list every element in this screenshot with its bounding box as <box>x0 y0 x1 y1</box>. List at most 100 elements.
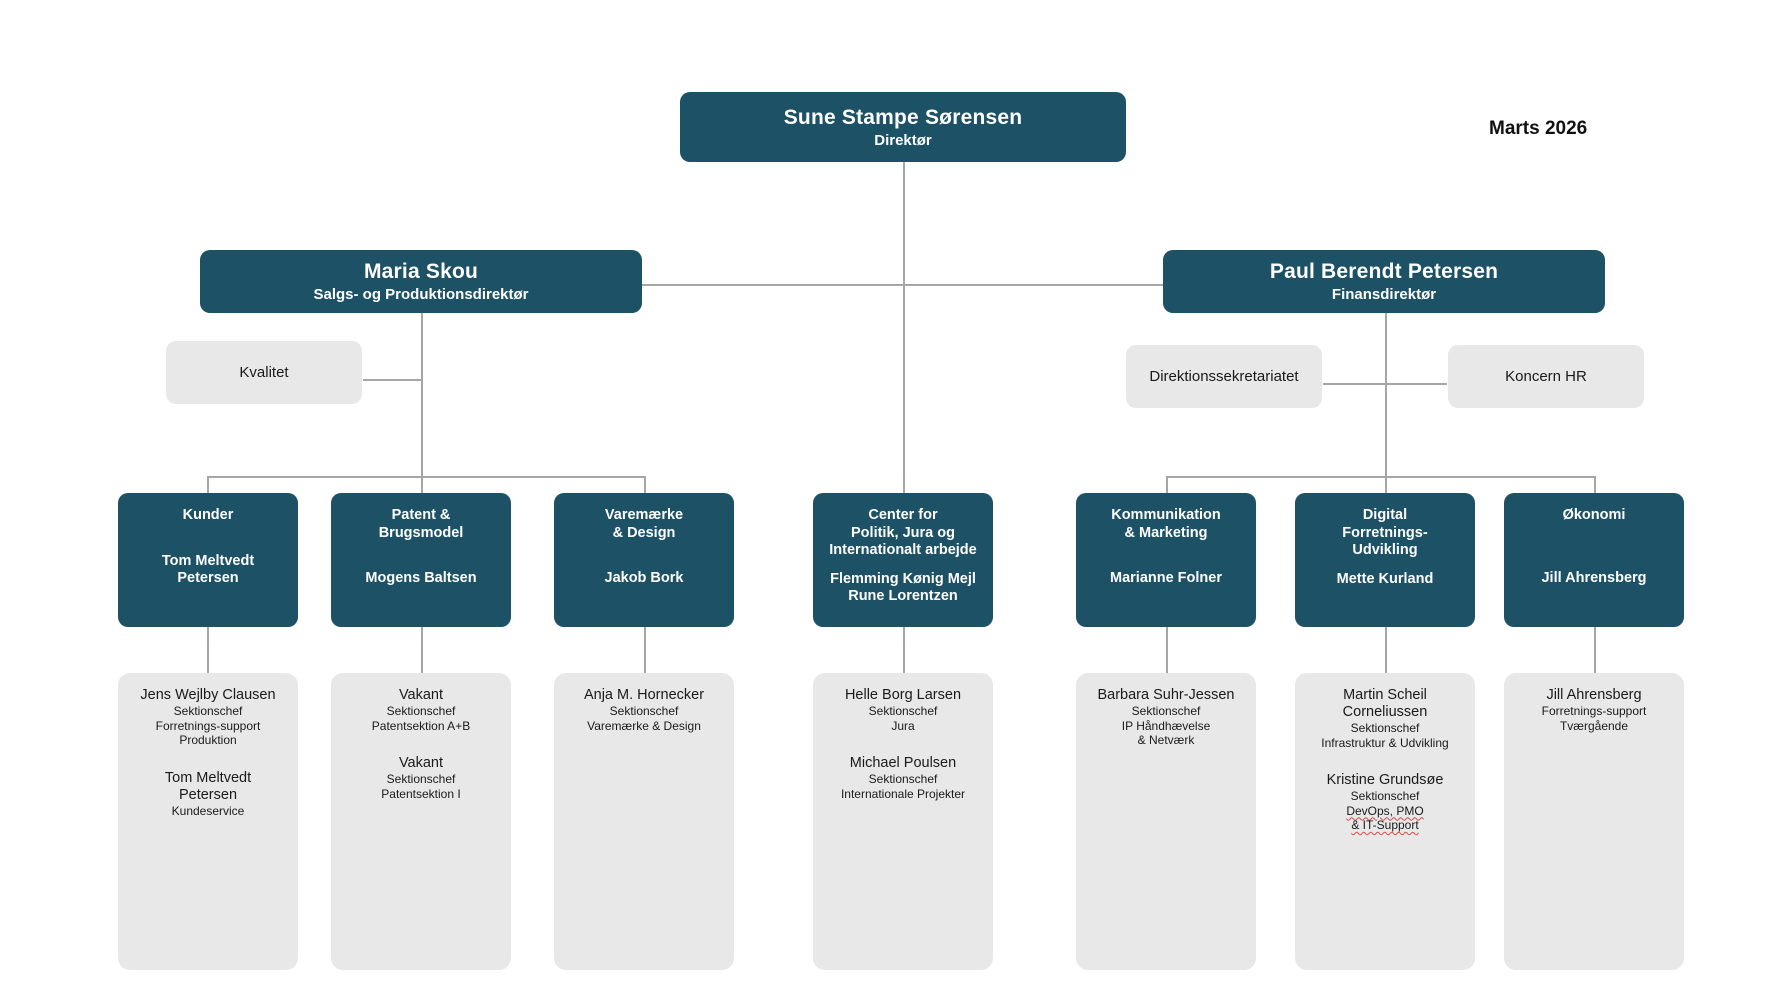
person-role: Forretnings-support <box>155 718 261 733</box>
text-line: Patent & <box>391 507 451 523</box>
text-line: Internationalt arbejde <box>829 542 977 558</box>
text-line: Rune Lorentzen <box>848 588 958 604</box>
person-role: Kundeservice <box>171 803 245 818</box>
person-role: Jura <box>891 718 915 733</box>
text-line: Kunder <box>182 507 234 523</box>
node-unit-varemaerke-design[interactable]: Varemærke& Design Jakob Bork <box>554 493 734 627</box>
connector-kunder-drop <box>207 476 209 493</box>
person-role: Sektionschef <box>868 772 938 786</box>
person-role: Internationale Projekter <box>840 786 966 801</box>
text-line: Center for <box>868 507 938 523</box>
connector-patent-drop <box>421 476 423 493</box>
connector-direktionssekretariatet <box>1323 383 1385 385</box>
text-line: Mette Kurland <box>1336 570 1434 587</box>
text-line: Forretnings- <box>1342 524 1428 541</box>
ceo-title: Direktør <box>874 131 932 149</box>
text-line: Udvikling <box>1352 542 1418 558</box>
node-staff-direktionssekretariatet[interactable]: Direktionssekretariatet <box>1126 345 1322 408</box>
text-line: Politik, Jura og <box>851 524 955 541</box>
person-role: Produktion <box>179 733 237 747</box>
node-director-paul-berendt-petersen[interactable]: Paul Berendt Petersen Finansdirektør <box>1163 250 1605 313</box>
date-stamp: Marts 2026 <box>1489 118 1588 139</box>
person-name: Vakant <box>398 687 444 703</box>
connector-okonomi-drop <box>1594 476 1596 493</box>
text-line: Jakob Bork <box>604 570 684 586</box>
person-name: Barbara Suhr-Jessen <box>1097 687 1235 703</box>
person-name: Jill Ahrensberg <box>1546 687 1642 703</box>
staff-label: Kvalitet <box>239 364 289 381</box>
text-line: Flemming Kønig Mejl <box>830 570 976 587</box>
unit-title: Kunder <box>183 507 234 525</box>
node-director-maria-skou[interactable]: Maria Skou Salgs- og Produktionsdirektør <box>200 250 642 313</box>
person-role: Sektionschef <box>386 772 456 786</box>
connector-panel-drop-2 <box>421 627 423 673</box>
person-name: Jens Wejlby Clausen <box>140 687 276 703</box>
person-role: Sektionschef <box>609 704 679 718</box>
person-name: Michael Poulsen <box>849 755 957 771</box>
text-line: Økonomi <box>1562 507 1626 523</box>
node-staff-koncern-hr[interactable]: Koncern HR <box>1448 345 1644 408</box>
node-unit-patent-brugsmodel[interactable]: Patent &Brugsmodel Mogens Baltsen <box>331 493 511 627</box>
connector-panel-drop-4 <box>903 627 905 673</box>
text-line: Mogens Baltsen <box>365 570 477 586</box>
person-name: Petersen <box>178 786 238 803</box>
director-name: Paul Berendt Petersen <box>1269 260 1499 283</box>
unit-people: Jakob Bork <box>562 570 726 588</box>
connector-koncern-hr <box>1385 383 1447 385</box>
node-staff-kvalitet[interactable]: Kvalitet <box>166 341 362 404</box>
director-name: Maria Skou <box>363 260 479 283</box>
person-name: Anja M. Hornecker <box>583 687 705 703</box>
text-line: & Design <box>612 524 676 541</box>
connector-kvalitet <box>363 379 422 381</box>
person-role: Sektionschef <box>173 704 243 718</box>
connector-panel-drop-7 <box>1594 627 1596 673</box>
connector-paul-children-bus <box>1166 476 1594 478</box>
unit-people: Jill Ahrensberg <box>1512 570 1676 588</box>
node-ceo[interactable]: Sune Stampe Sørensen Direktør <box>680 92 1126 162</box>
person-role: IP Håndhævelse <box>1121 718 1211 733</box>
text-line: Kommunikation <box>1111 507 1221 523</box>
node-unit-kommunikation-marketing[interactable]: Kommunikation& Marketing Marianne Folner <box>1076 493 1256 627</box>
person-name: Tom Meltvedt <box>164 769 252 786</box>
text-line: Digital <box>1362 507 1408 523</box>
person-name: Corneliussen <box>1342 704 1428 720</box>
text-line: Petersen <box>177 570 239 586</box>
text-line: Marianne Folner <box>1110 570 1222 586</box>
connector-panel-drop-5 <box>1166 627 1168 673</box>
person-role: Sektionschef <box>1350 789 1420 803</box>
connector-kommunikation-drop <box>1166 476 1168 493</box>
text-line: Tom Meltvedt <box>161 552 255 569</box>
person-role: Tværgående <box>1559 718 1629 733</box>
node-unit-okonomi[interactable]: Økonomi Jill Ahrensberg <box>1504 493 1684 627</box>
connector-center-politik-drop <box>903 284 905 493</box>
text-line: Brugsmodel <box>378 524 464 541</box>
connector-digital-drop <box>1385 476 1387 493</box>
unit-people: Mogens Baltsen <box>339 570 503 588</box>
person-role: Sektionschef <box>1131 704 1201 718</box>
person-role: Patentsektion A+B <box>371 718 471 733</box>
person-role: & IT-Support <box>1351 818 1419 832</box>
